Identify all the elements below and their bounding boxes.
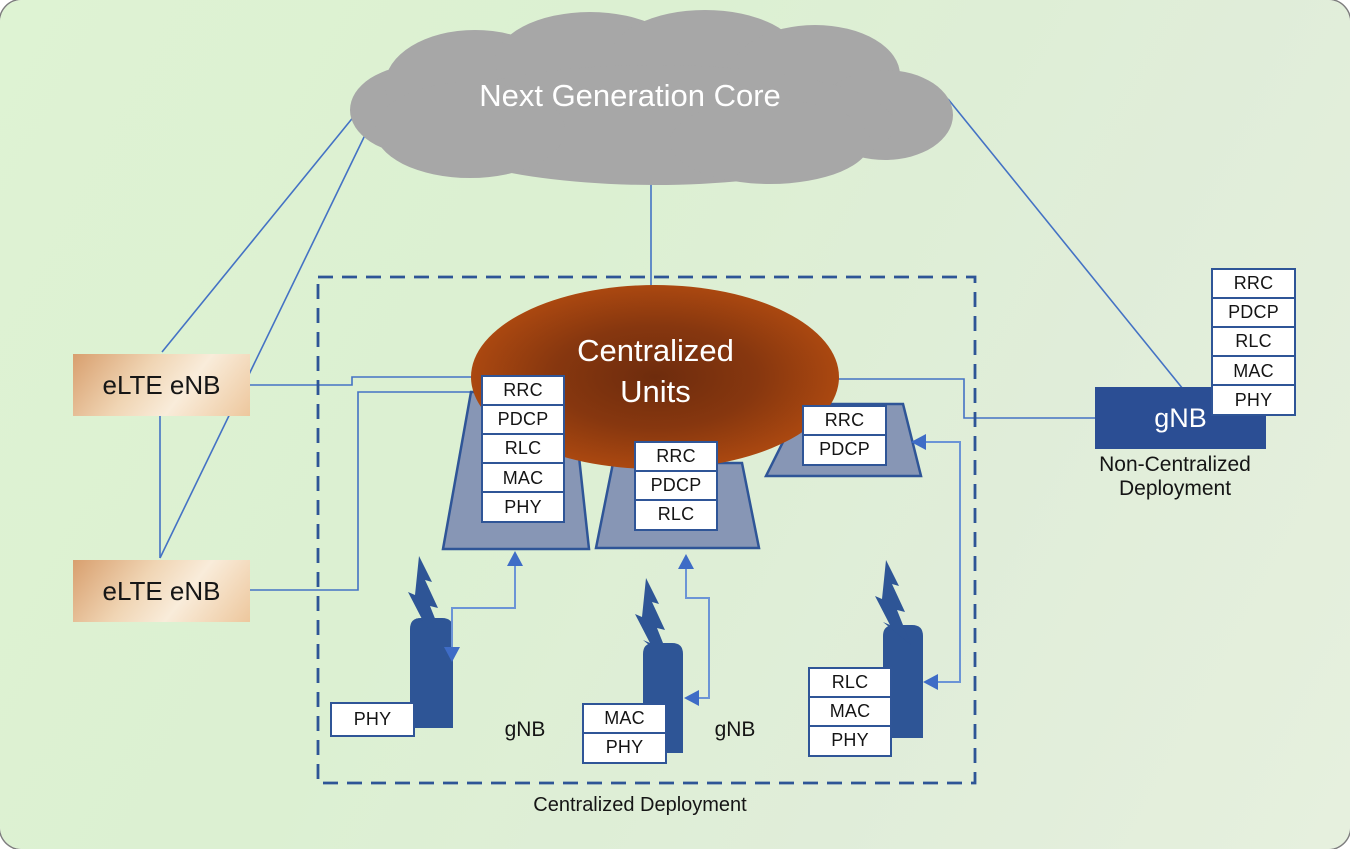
line-enb2-to-cu-stack: [250, 391, 481, 591]
protocol-layer: MAC: [582, 703, 667, 735]
elte-enb-box-top: eLTE eNB: [73, 354, 250, 416]
centralized-deployment-caption: Centralized Deployment: [533, 794, 747, 816]
arrowhead-up-icon: [507, 551, 523, 566]
protocol-layer: RRC: [634, 441, 718, 473]
antenna-towers: [408, 556, 923, 753]
arrowhead-left-icon: [923, 674, 938, 690]
centralized-units-label: Centralized Units: [577, 333, 734, 409]
arrowhead-left-icon: [911, 434, 926, 450]
protocol-layer: PDCP: [634, 470, 718, 502]
line-centralized-units-to-gnb: [838, 378, 1097, 419]
antenna-tower-left: [410, 618, 453, 728]
protocol-layer: PHY: [1211, 384, 1296, 416]
protocol-layer: PHY: [582, 732, 667, 764]
protocol-layer: RLC: [634, 499, 718, 531]
protocol-layer: PHY: [481, 491, 565, 523]
protocol-layer: PHY: [808, 725, 892, 757]
lightning-bolt-icon: [875, 560, 911, 645]
elte-enb-label: eLTE eNB: [102, 369, 221, 400]
line-enb1-to-cu-stack: [250, 376, 481, 386]
lightning-bolt-icon: [408, 556, 444, 641]
elte-enb-label: eLTE eNB: [102, 575, 221, 606]
gnb-label: gNB: [1154, 402, 1207, 433]
non-centralized-caption: Non-Centralized Deployment: [1099, 453, 1251, 500]
connector-cu-right-du-right: [924, 441, 961, 683]
protocol-layer: MAC: [481, 462, 565, 494]
centralized-deployment-dashed-border: [316, 275, 977, 785]
antenna-tower-right: [883, 625, 923, 738]
connector-cu-middle-du-middle: [685, 566, 710, 699]
protocol-layer: RLC: [481, 433, 565, 465]
cu-stack-left: RRC PDCP RLC MAC PHY: [481, 375, 565, 523]
connector-lines: [159, 98, 1184, 591]
gnb-label-left: gNB: [504, 718, 546, 741]
arrowhead-left-icon: [684, 690, 699, 706]
arrowhead-down-icon: [444, 647, 460, 662]
line-core-to-enb1: [161, 114, 356, 353]
protocol-layer: MAC: [808, 696, 892, 728]
cu-stack-right: RRC PDCP: [802, 405, 887, 466]
du-stack-right: RLC MAC PHY: [808, 667, 892, 757]
line-core-to-enb2: [159, 132, 367, 559]
cu-stack-middle: RRC PDCP RLC: [634, 441, 718, 531]
protocol-layer: PDCP: [1211, 297, 1296, 329]
protocol-layer: PDCP: [802, 434, 887, 466]
cloud-shape: [350, 10, 953, 185]
protocol-layer: PDCP: [481, 404, 565, 436]
protocol-layer: PHY: [330, 702, 415, 737]
protocol-layer: RLC: [1211, 326, 1296, 358]
protocol-layer: RLC: [808, 667, 892, 699]
gnb-label-middle: gNB: [714, 718, 756, 741]
protocol-layer: RRC: [802, 405, 887, 437]
connector-arrowheads: [444, 434, 938, 706]
gnb-protocol-stack: RRC PDCP RLC MAC PHY: [1211, 268, 1296, 416]
du-stack-left: PHY: [330, 702, 415, 737]
protocol-layer: RRC: [1211, 268, 1296, 300]
arrowhead-up-icon: [678, 554, 694, 569]
line-core-to-gnb: [947, 98, 1184, 390]
du-stack-middle: MAC PHY: [582, 703, 667, 764]
core-label: Next Generation Core: [479, 78, 781, 113]
lightning-bolt-icon: [635, 578, 671, 663]
fronthaul-connectors: [451, 441, 961, 699]
elte-enb-box-bottom: eLTE eNB: [73, 560, 250, 622]
protocol-layer: MAC: [1211, 355, 1296, 387]
protocol-layer: RRC: [481, 375, 565, 407]
connector-cu-left-du-left: [451, 562, 516, 650]
